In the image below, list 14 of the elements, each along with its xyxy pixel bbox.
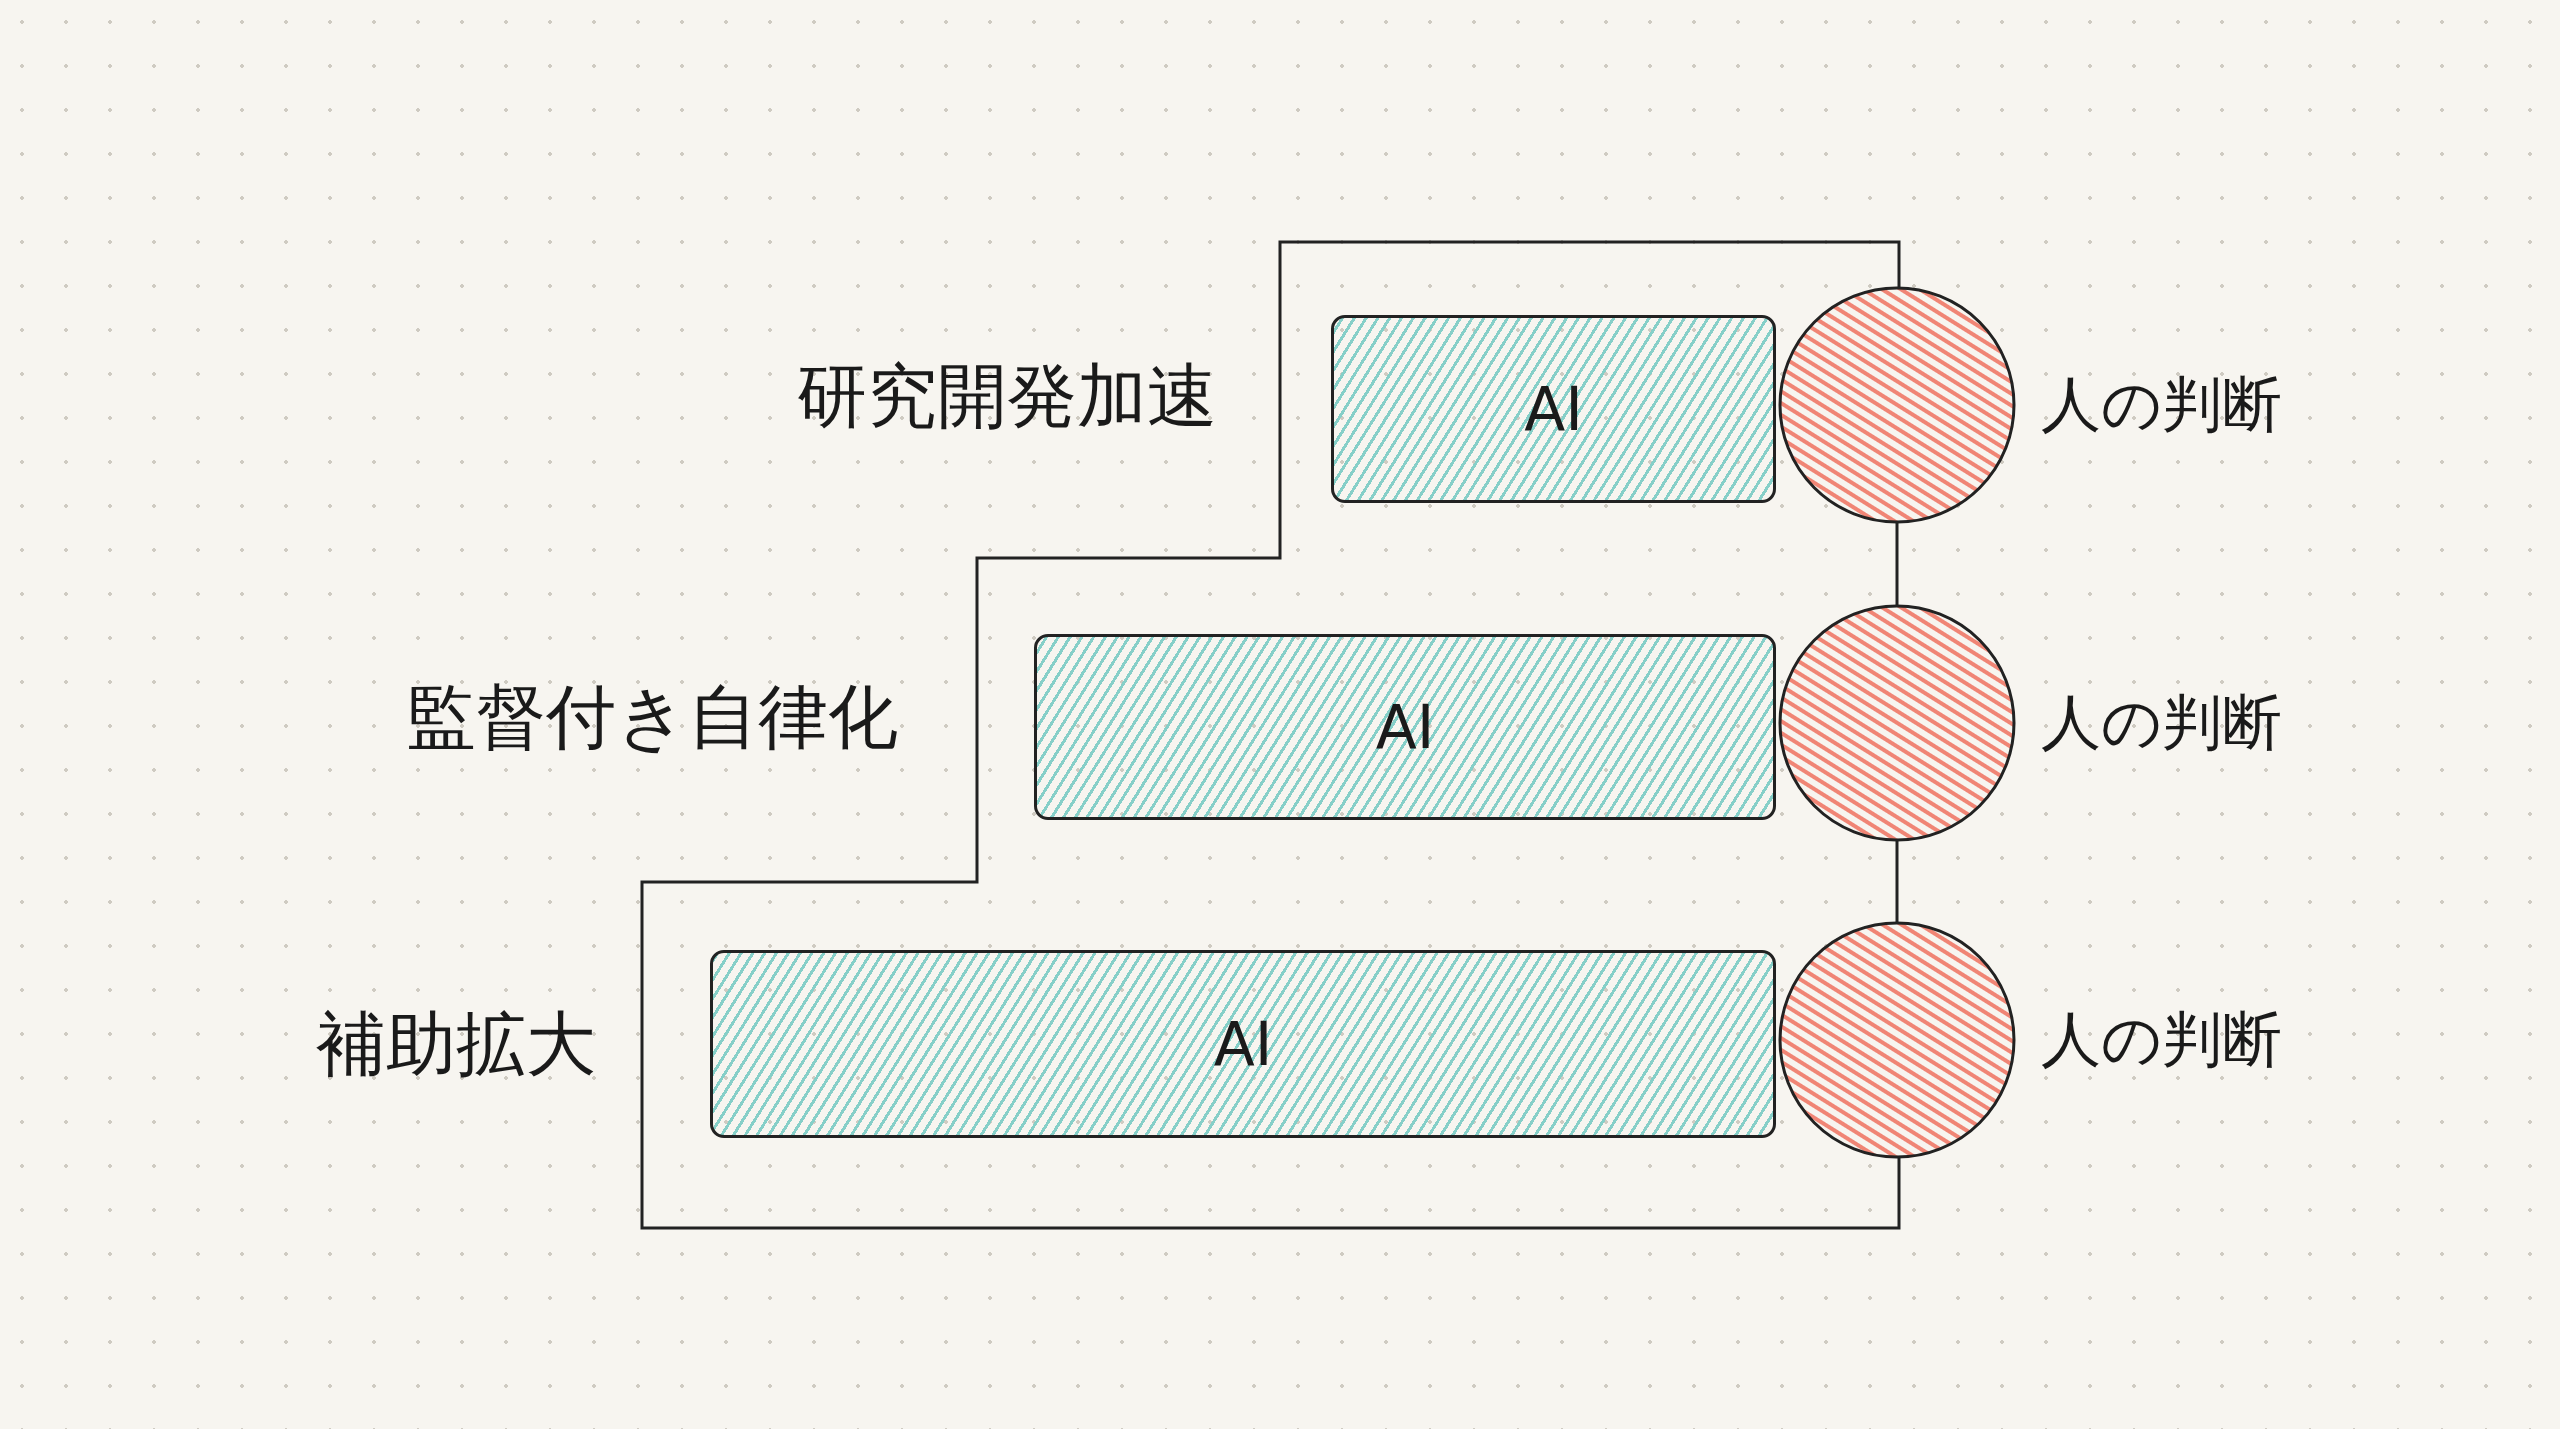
row-heading: 補助拡大: [316, 1002, 596, 1087]
connector-line: [1895, 840, 1899, 923]
row-heading: 監督付き自律化: [406, 675, 898, 760]
hatched-bar: [710, 950, 1776, 1138]
hatched-bar: [1331, 315, 1776, 503]
circle-caption: 人の判断: [2041, 367, 2282, 441]
bar-label: AI: [1374, 691, 1436, 764]
row-heading: 研究開発加速: [797, 354, 1217, 439]
connector-line: [1895, 522, 1899, 606]
bar-label: AI: [1212, 1008, 1274, 1081]
circle-caption: 人の判断: [2041, 1002, 2282, 1076]
hatched-bar: [1034, 634, 1776, 820]
circle-caption: 人の判断: [2041, 685, 2282, 759]
bar-label: AI: [1523, 373, 1584, 446]
